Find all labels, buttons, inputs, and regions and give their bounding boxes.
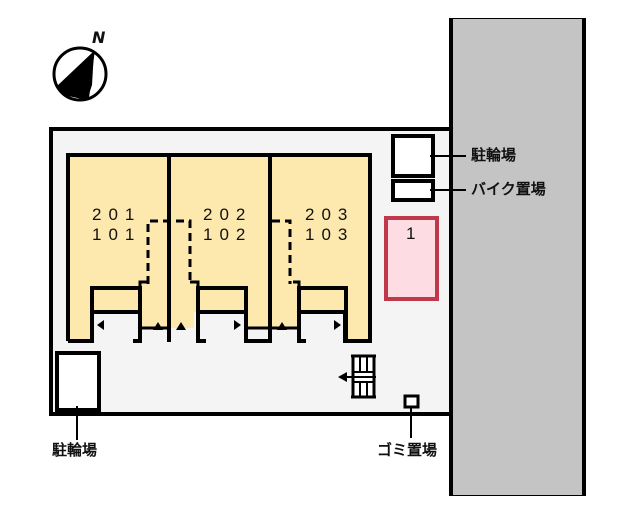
garbage-area: [403, 394, 420, 409]
unit-label-3: 203 103: [305, 205, 354, 245]
parking-space-1: [384, 216, 439, 301]
unit-upper-number: 203: [305, 205, 355, 224]
bicycle-parking-right: [391, 134, 435, 178]
garbage-area-label: ゴミ置場: [377, 441, 438, 459]
unit-lower-number: 103: [305, 225, 355, 244]
entrance-arrow-up-icon: [277, 322, 287, 330]
entrance-arrow-left-icon: [97, 320, 104, 330]
entrance-arrow-up-icon: [176, 322, 186, 330]
building: [66, 153, 372, 343]
entrance-arrow-right-icon: [334, 320, 341, 330]
motorcycle-parking-label: バイク置場: [471, 180, 546, 198]
unit-upper-number: 201: [92, 205, 142, 224]
bicycle-parking-left: [55, 351, 101, 412]
stairs-icon: [338, 354, 376, 399]
entrance-arrow-up-icon: [153, 322, 163, 330]
compass-north-label: N: [92, 28, 106, 47]
bicycle-parking-left-label: 駐輪場: [52, 441, 98, 459]
unit-lower-number: 102: [203, 225, 253, 244]
road: [449, 15, 586, 499]
bicycle-parking-right-label: 駐輪場: [471, 146, 517, 164]
unit-lower-number: 101: [92, 225, 142, 244]
parking-space-number: 1: [406, 224, 416, 243]
unit-label-2: 202 102: [203, 205, 252, 245]
motorcycle-parking: [391, 179, 435, 202]
unit-label-1: 201 101: [92, 205, 141, 245]
compass-north-icon: [52, 46, 108, 102]
entrance-arrow-right-icon: [234, 320, 241, 330]
unit-upper-number: 202: [203, 205, 253, 224]
